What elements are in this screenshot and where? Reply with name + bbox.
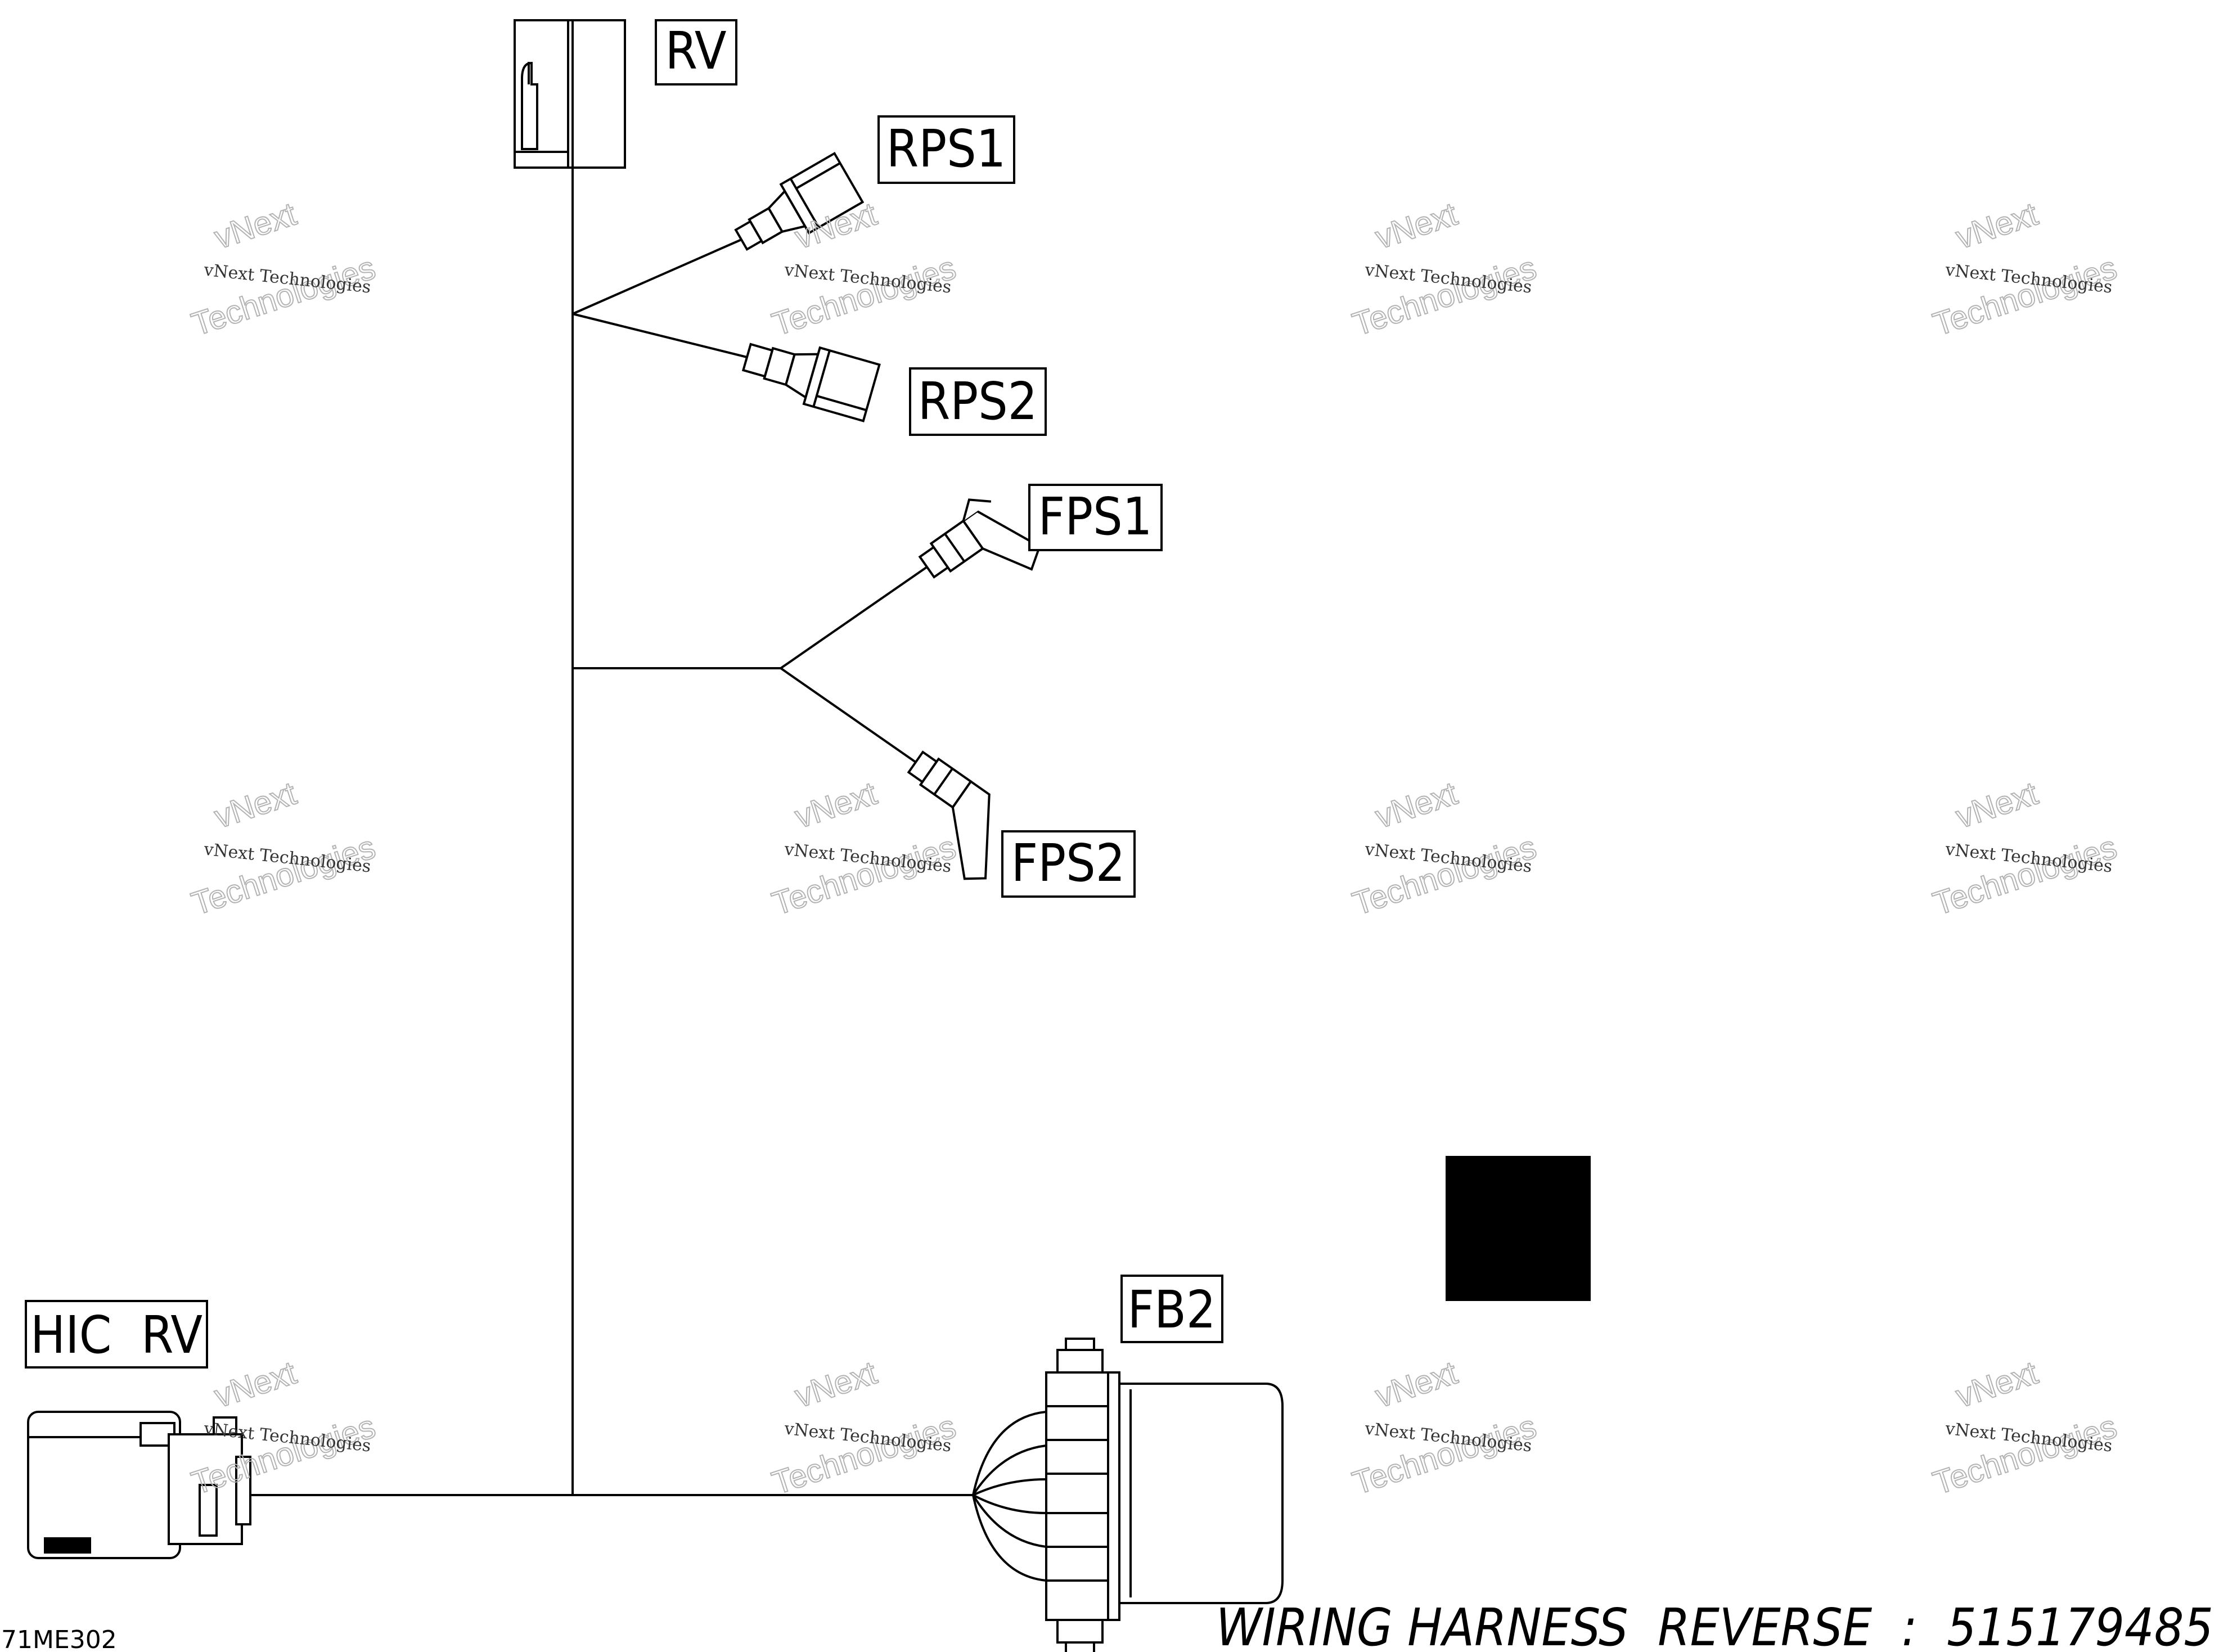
fps2-label: FPS2 bbox=[1011, 833, 1126, 893]
rps1-connector-drawing bbox=[734, 151, 865, 251]
fps2-label-box: FPS2 bbox=[1001, 830, 1136, 898]
watermark-vnext: vNext bbox=[1951, 775, 2042, 836]
fps2-branch-wire bbox=[780, 667, 917, 763]
fb2-connector-drawing bbox=[972, 1338, 1284, 1652]
rps2-connector-drawing bbox=[741, 343, 881, 422]
fps1-connector-drawing bbox=[918, 498, 1041, 579]
watermark-vnext: vNext bbox=[210, 196, 300, 256]
watermark-vnext: vNext bbox=[1371, 196, 1461, 256]
rv-connector-drawing bbox=[514, 19, 626, 169]
watermark-vnext: vNext bbox=[1951, 1354, 2042, 1415]
hic-rv-connector-drawing bbox=[27, 1411, 251, 1559]
fps1-label-box: FPS1 bbox=[1028, 484, 1163, 551]
fps1-label: FPS1 bbox=[1038, 487, 1153, 547]
black-square-block bbox=[1446, 1156, 1591, 1301]
fb2-label-box: FB2 bbox=[1120, 1275, 1223, 1343]
drawing-title: WIRING HARNESS REVERSE : 515179485 bbox=[1216, 1597, 2213, 1652]
watermark-vnext: vNext bbox=[790, 775, 881, 836]
rps1-label-box: RPS1 bbox=[877, 115, 1015, 184]
rv-label: RV bbox=[665, 21, 726, 81]
watermark-vnext: vNext bbox=[210, 775, 300, 836]
rps2-label: RPS2 bbox=[918, 371, 1038, 431]
hic-rv-label-box: HIC RV bbox=[25, 1300, 208, 1369]
watermark-vnext: vNext bbox=[1371, 1354, 1461, 1415]
watermark-r2c1: vNext Technologies vNext Technologies bbox=[187, 775, 380, 923]
watermark-r1c1: vNext Technologies vNext Technologies bbox=[187, 195, 380, 344]
watermark-r1c4: vNext Technologies vNext Technologies bbox=[1928, 195, 2122, 344]
watermark-r2c3: vNext Technologies vNext Technologies bbox=[1348, 775, 1541, 923]
watermark-vnext: vNext bbox=[1951, 196, 2042, 256]
rps1-label: RPS1 bbox=[886, 119, 1006, 179]
rps2-label-box: RPS2 bbox=[909, 367, 1047, 436]
watermark-r3c2: vNext Technologies vNext Technologies bbox=[767, 1354, 961, 1502]
fb2-label: FB2 bbox=[1127, 1280, 1216, 1340]
watermark-vnext: vNext bbox=[1371, 775, 1461, 836]
watermark-r3c4: vNext Technologies vNext Technologies bbox=[1928, 1354, 2122, 1502]
rps2-branch-wire bbox=[572, 313, 748, 358]
watermark-r3c3: vNext Technologies vNext Technologies bbox=[1348, 1354, 1541, 1502]
drawing-code: 71ME302 bbox=[1, 1626, 117, 1652]
fps2-connector-drawing bbox=[907, 750, 991, 880]
harness-wires bbox=[250, 168, 973, 1496]
hic-rv-label: HIC RV bbox=[30, 1305, 202, 1365]
watermark-r2c4: vNext Technologies vNext Technologies bbox=[1928, 775, 2122, 923]
watermark-r3c1: vNext Technologies vNext Technologies bbox=[187, 1354, 380, 1502]
watermark-vnext: vNext bbox=[210, 1354, 300, 1415]
watermark-r1c3: vNext Technologies vNext Technologies bbox=[1348, 195, 1541, 344]
rps1-branch-wire bbox=[572, 238, 742, 315]
rv-label-box: RV bbox=[655, 19, 737, 85]
watermark-vnext: vNext bbox=[790, 1354, 881, 1415]
watermark-r2c2: vNext Technologies vNext Technologies bbox=[767, 775, 961, 923]
fps1-branch-wire bbox=[780, 566, 928, 669]
